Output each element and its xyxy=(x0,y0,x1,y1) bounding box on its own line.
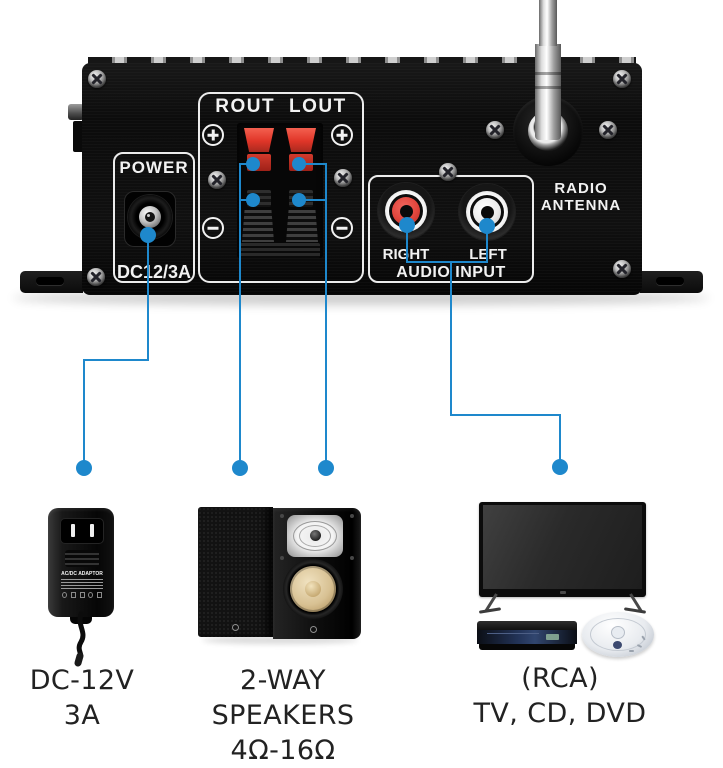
antenna-rod-joint xyxy=(535,72,561,75)
woofer-dust-cap xyxy=(305,581,321,597)
caption-line: 3A xyxy=(63,700,101,731)
tv-screen xyxy=(483,505,642,589)
speaker-with-grille xyxy=(198,507,273,637)
lout-label: LOUT xyxy=(289,96,347,117)
speaker-terminal-lout-plus xyxy=(289,154,313,171)
minus-terminal-icon xyxy=(202,217,224,239)
dvd-player xyxy=(477,621,577,630)
screw-icon xyxy=(613,260,631,278)
adapter-label-title: AC/DC ADAPTOR xyxy=(61,571,103,577)
tweeter-dome xyxy=(310,530,321,541)
power-section-box xyxy=(113,152,195,283)
rca-jack-right xyxy=(378,183,434,239)
tweeter-ring xyxy=(293,521,337,551)
caption-line: SPEAKERS xyxy=(211,700,355,731)
rca-left-outer-ring xyxy=(466,191,508,233)
speaker-clip-base xyxy=(240,243,320,258)
speaker-section-title: ROUT LOUT xyxy=(198,96,364,118)
caption-line: 2-WAY xyxy=(240,665,326,696)
connector-dot-speaker-right xyxy=(318,460,334,476)
speaker-terminal-lout-minus xyxy=(289,190,313,207)
tv-logo xyxy=(560,591,566,594)
mounting-slot-left xyxy=(36,277,64,285)
cd-player-button xyxy=(613,641,622,649)
chassis-top-fins xyxy=(88,57,636,65)
baffle-screw-dot xyxy=(280,556,284,560)
connector-dot-speaker-left xyxy=(232,460,248,476)
rca-right-outer-ring xyxy=(385,190,427,232)
plus-terminal-icon xyxy=(202,124,224,146)
caption-line: (RCA) xyxy=(521,663,599,694)
cd-player-hub xyxy=(611,626,625,639)
screw-icon xyxy=(334,169,352,187)
tweeter-ring xyxy=(299,525,331,547)
tv-foot xyxy=(478,607,502,614)
baffle-screw-dot xyxy=(350,514,354,518)
speaker-logo-icon xyxy=(232,624,239,631)
caption-line: 4Ω-16Ω xyxy=(230,735,336,766)
adapter-prong xyxy=(90,524,94,537)
speaker-logo-icon xyxy=(310,626,317,633)
rca-left-white-ring xyxy=(473,198,501,226)
baffle-screw-dot xyxy=(350,556,354,560)
screw-icon xyxy=(87,268,105,286)
antenna-rod-tip xyxy=(539,0,557,46)
adapter-plug-recess xyxy=(60,518,104,544)
connector-dot-adapter xyxy=(76,460,92,476)
adapter-prong xyxy=(71,524,75,537)
caption-power-adapter: DC-12V 3A xyxy=(7,663,157,733)
mounting-slot-right xyxy=(656,277,684,285)
antenna-rod-joint xyxy=(535,86,561,89)
plus-terminal-icon xyxy=(331,124,353,146)
speaker-clip-black-rout xyxy=(242,210,274,242)
antenna-rod xyxy=(535,44,561,140)
audio-input-label: AUDIO INPUT xyxy=(396,264,506,281)
speaker-clip-red-lout xyxy=(286,128,316,152)
speaker-clip-black-lout xyxy=(286,210,318,242)
adapter-label: AC/DC ADAPTOR xyxy=(57,571,107,611)
cd-player-control xyxy=(629,650,634,652)
screw-icon xyxy=(613,70,631,88)
side-jack xyxy=(68,104,84,120)
screw-icon xyxy=(599,121,617,139)
adapter-cable-tip xyxy=(74,652,84,667)
radio-antenna-label: RADIO ANTENNA xyxy=(540,180,622,214)
speaker-section-box xyxy=(198,92,364,283)
adapter-vents xyxy=(65,550,99,567)
minus-terminal-icon xyxy=(331,217,353,239)
speaker-terminal-rout-plus xyxy=(247,154,271,171)
speaker-clip-red-rout xyxy=(244,128,274,152)
rca-left-label: LEFT xyxy=(469,246,507,263)
rout-label: ROUT xyxy=(215,96,276,117)
speaker-shadow xyxy=(202,636,358,644)
rca-right-label: RIGHT xyxy=(382,246,430,263)
screw-icon xyxy=(88,70,106,88)
cd-player-lid-ring xyxy=(590,618,646,651)
dvd-display xyxy=(546,634,559,640)
adapter-cable-neck xyxy=(70,617,92,624)
rca-right-red-ring xyxy=(392,197,420,225)
dvd-tray-slot xyxy=(487,633,539,634)
screw-icon xyxy=(208,171,226,189)
screw-icon xyxy=(486,121,504,139)
dvd-player-base xyxy=(479,644,575,650)
side-tab xyxy=(73,121,84,152)
caption-speakers: 2-WAY SPEAKERS 4Ω-16Ω xyxy=(198,663,368,768)
adapter-cert-icons xyxy=(57,589,107,598)
baffle-screw-dot xyxy=(280,514,284,518)
screw-icon xyxy=(439,163,457,181)
dc-rating-label: DC12/3A xyxy=(116,262,192,282)
power-label: POWER xyxy=(119,158,189,177)
caption-line: DC-12V xyxy=(29,665,135,696)
caption-audio-sources: (RCA) TV, CD, DVD xyxy=(455,661,665,731)
rca-jack-left xyxy=(459,184,515,240)
speaker-terminal-rout-minus xyxy=(247,190,271,207)
caption-line: TV, CD, DVD xyxy=(473,698,647,729)
connector-dot-sources xyxy=(552,459,568,475)
dc-jack-pin xyxy=(145,212,155,222)
